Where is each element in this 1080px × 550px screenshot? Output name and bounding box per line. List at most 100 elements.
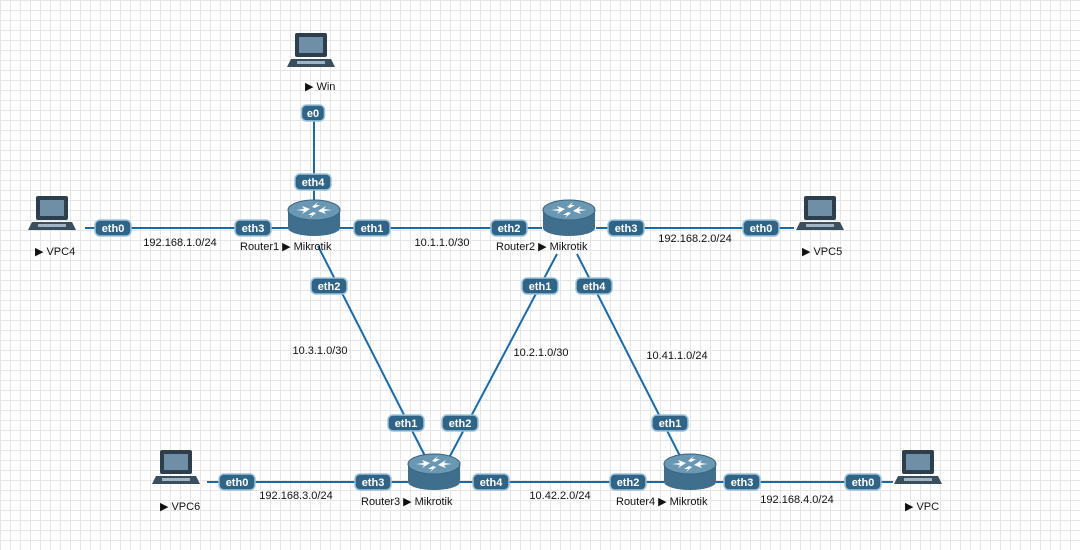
computer-icon [287,33,335,67]
network-label-r4-vpc: 192.168.4.0/24 [760,494,833,506]
monitor-screen [808,200,832,216]
port-label: eth1 [659,418,682,430]
port-r4-eth2[interactable]: eth2 [609,473,647,491]
node-name: Router4 [616,496,655,508]
router-r3[interactable]: Router3▶Mikrotik [361,453,461,508]
pc-vpc4[interactable]: ▶VPC4 [28,196,76,258]
node-name: VPC6 [171,501,200,513]
port-label: eth4 [583,281,607,293]
network-label-r2-r3: 10.2.1.0/30 [513,347,568,359]
port-label: eth2 [617,477,640,489]
node-label: Router1▶Mikrotik [240,241,332,253]
pc-vpc[interactable]: ▶VPC [894,450,942,513]
port-badge-box [310,277,348,295]
node-name: Router2 [496,241,535,253]
router-arrows-icon [672,456,708,472]
port-r1-eth3[interactable]: eth3 [234,219,272,237]
computer-icon [152,450,200,484]
monitor-screen [164,454,188,470]
port-badge-box [651,414,689,432]
port-label: eth3 [615,223,638,235]
port-badge-box [218,473,256,491]
port-label: eth0 [750,223,773,235]
pc-drive [806,224,834,227]
node-sublabel: Mikrotik [415,496,453,508]
port-vpc6-eth0[interactable]: eth0 [218,473,256,491]
router-bottom [664,474,716,490]
port-badge-box [294,173,332,191]
router-top [287,199,341,221]
router-top [542,199,596,221]
port-badge-box [521,277,559,295]
port-r4-eth1[interactable]: eth1 [651,414,689,432]
pc-win[interactable]: ▶Win [287,33,335,93]
node-sublabel: Mikrotik [550,241,588,253]
port-r3-eth2[interactable]: eth2 [441,414,479,432]
port-win-e0[interactable]: e0 [300,104,326,122]
port-badge-box [441,414,479,432]
port-badge-box [844,473,882,491]
port-r3-eth4[interactable]: eth4 [472,473,510,491]
router-bottom [543,220,595,236]
router-top [663,453,717,475]
router-r4[interactable]: Router4▶Mikrotik [616,453,717,508]
port-badge-box [354,473,392,491]
router-r2[interactable]: Router2▶Mikrotik [496,199,596,253]
port-label: eth0 [226,477,249,489]
port-vpc5-eth0[interactable]: eth0 [742,219,780,237]
port-label: eth4 [302,177,326,189]
network-label-r3-r4: 10.42.2.0/24 [529,490,590,502]
port-label: eth4 [480,477,504,489]
port-r4-eth3[interactable]: eth3 [723,473,761,491]
play-icon: ▶ [403,496,412,508]
port-badge-box [234,219,272,237]
play-icon: ▶ [802,246,811,258]
node-name: VPC [916,501,939,513]
port-label: eth2 [318,281,341,293]
node-name: Router1 [240,241,279,253]
port-r1-eth1[interactable]: eth1 [353,219,391,237]
node-sublabel: Mikrotik [670,496,708,508]
port-vpc4-eth0[interactable]: eth0 [94,219,132,237]
port-badge-box [723,473,761,491]
router-r1[interactable]: Router1▶Mikrotik [240,199,341,253]
port-label: eth0 [852,477,875,489]
play-icon: ▶ [658,496,667,508]
port-badge-box [387,414,425,432]
router-icon [287,199,341,236]
port-r3-eth1[interactable]: eth1 [387,414,425,432]
port-r2-eth4[interactable]: eth4 [575,277,613,295]
port-label: eth2 [498,223,521,235]
monitor-screen [299,37,323,53]
node-name: Win [316,81,335,93]
network-label-vpc6-r3: 192.168.3.0/24 [259,490,332,502]
port-r3-eth3[interactable]: eth3 [354,473,392,491]
play-icon: ▶ [160,501,169,513]
pc-vpc5[interactable]: ▶VPC5 [796,196,844,258]
port-vpc-eth0[interactable]: eth0 [844,473,882,491]
play-icon: ▶ [282,241,291,253]
router-arrows-icon [416,456,452,472]
router-icon [407,453,461,490]
play-icon: ▶ [35,246,44,258]
port-r2-eth2[interactable]: eth2 [490,219,528,237]
pc-vpc6[interactable]: ▶VPC6 [152,450,200,513]
node-label: ▶VPC6 [160,501,200,513]
network-label-r1-r3: 10.3.1.0/30 [292,345,347,357]
port-r2-eth1[interactable]: eth1 [521,277,559,295]
port-badge-box [300,104,326,122]
network-label-r2-vpc5: 192.168.2.0/24 [658,233,731,245]
port-r1-eth4[interactable]: eth4 [294,173,332,191]
pc-drive [162,478,190,481]
play-icon: ▶ [305,81,314,93]
node-label: Router4▶Mikrotik [616,496,708,508]
links-layer [85,115,893,483]
port-label: eth0 [102,223,125,235]
port-r2-eth3[interactable]: eth3 [607,219,645,237]
router-icon [542,199,596,236]
monitor-screen [40,200,64,216]
port-r1-eth2[interactable]: eth2 [310,277,348,295]
router-bottom [288,220,340,236]
port-label: eth3 [731,477,754,489]
